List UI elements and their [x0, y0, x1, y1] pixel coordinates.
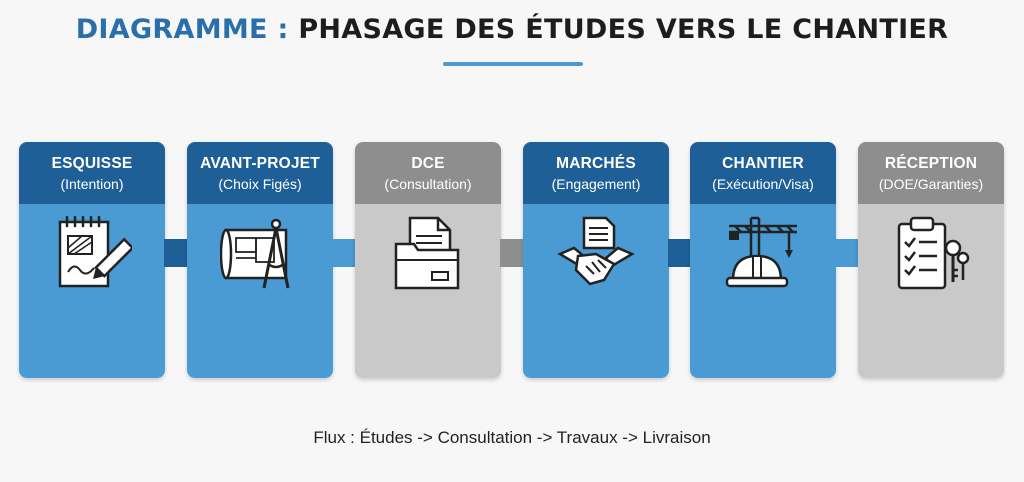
phase-header: DCE (Consultation)	[355, 142, 501, 204]
phase-name: CHANTIER	[722, 154, 804, 172]
phase-body	[355, 204, 501, 378]
phase-subtitle: (Intention)	[60, 175, 124, 192]
phase-body	[858, 204, 1004, 378]
phase-subtitle: (Engagement)	[551, 175, 641, 192]
phase-header: CHANTIER (Exécution/Visa)	[690, 142, 836, 204]
phase-name: ESQUISSE	[51, 154, 133, 172]
phase-body	[19, 204, 165, 378]
phase-name: MARCHÉS	[556, 154, 636, 172]
phase-body	[690, 204, 836, 378]
phase-reception: RÉCEPTION (DOE/Garanties)	[858, 142, 1004, 378]
flow-caption: Flux : Études -> Consultation -> Travaux…	[313, 428, 711, 447]
phase-name: RÉCEPTION	[884, 154, 978, 172]
phase-dce: DCE (Consultation)	[355, 142, 501, 378]
phase-body	[187, 204, 333, 378]
phase-body	[523, 204, 669, 378]
title-prefix: DIAGRAMME :	[75, 14, 289, 45]
phase-subtitle: (DOE/Garanties)	[878, 175, 984, 192]
phase-subtitle: (Choix Figés)	[218, 175, 302, 192]
phase-name: AVANT-PROJET	[200, 154, 320, 172]
page-title: DIAGRAMME : PHASAGE DES ÉTUDES VERS LE C…	[0, 14, 1024, 45]
title-underline	[443, 62, 583, 66]
phase-name: DCE	[411, 154, 445, 172]
phase-avant-projet: AVANT-PROJET (Choix Figés)	[187, 142, 333, 378]
sketch-pad-pen-icon	[58, 215, 132, 288]
document-folder-icon	[394, 216, 460, 290]
phase-subtitle: (Exécution/Visa)	[712, 175, 814, 192]
phase-header: MARCHÉS (Engagement)	[523, 142, 669, 204]
phase-header: RÉCEPTION (DOE/Garanties)	[858, 142, 1004, 204]
crane-helmet-icon	[725, 216, 797, 288]
handshake-contract-icon	[557, 216, 635, 286]
phase-header: ESQUISSE (Intention)	[19, 142, 165, 204]
phase-marches: MARCHÉS (Engagement)	[523, 142, 669, 378]
blueprint-compass-icon	[220, 218, 290, 289]
checklist-keys-icon	[897, 216, 970, 290]
phase-esquisse: ESQUISSE (Intention)	[19, 142, 165, 378]
title-main: PHASAGE DES ÉTUDES VERS LE CHANTIER	[298, 14, 949, 45]
phase-chantier: CHANTIER (Exécution/Visa)	[690, 142, 836, 378]
phase-subtitle: (Consultation)	[384, 175, 472, 192]
phase-header: AVANT-PROJET (Choix Figés)	[187, 142, 333, 204]
